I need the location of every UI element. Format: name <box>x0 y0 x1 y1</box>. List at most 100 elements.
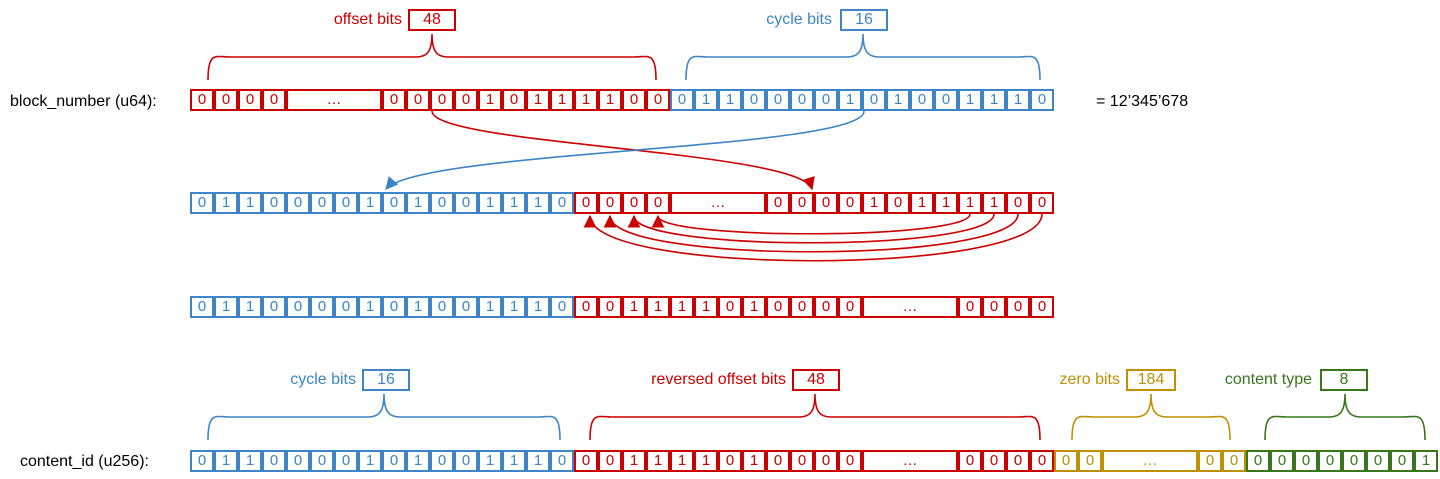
bit-cell: 0 <box>286 296 310 318</box>
ellipsis-cell: … <box>862 296 958 318</box>
bit-cell: 0 <box>814 192 838 214</box>
bit-cell: 0 <box>382 192 406 214</box>
bit-cell: 1 <box>478 89 502 111</box>
bit-cell: 1 <box>958 89 982 111</box>
curly-brace <box>1264 393 1426 441</box>
bit-cell: 0 <box>1366 450 1390 472</box>
bit-cell: 1 <box>742 296 766 318</box>
bit-cell: 0 <box>454 89 478 111</box>
annotation-label: content type <box>1224 371 1312 388</box>
bit-cell: 0 <box>190 450 214 472</box>
bit-cell: 0 <box>934 89 958 111</box>
swap-arrow-offset <box>431 110 815 191</box>
content-id-label: content_id (u256): <box>20 453 149 470</box>
annotation-value-box: 16 <box>362 369 410 391</box>
ellipsis-cell: … <box>670 192 766 214</box>
bit-cell: 0 <box>1030 450 1054 472</box>
bit-cell: 0 <box>838 450 862 472</box>
bit-cell: 0 <box>430 192 454 214</box>
bit-cell: 0 <box>982 450 1006 472</box>
curly-brace <box>589 393 1041 441</box>
annotation-value-box: 8 <box>1320 369 1368 391</box>
bit-cell: 1 <box>718 89 742 111</box>
bit-cell: 0 <box>718 450 742 472</box>
reverse-arc <box>603 213 1019 253</box>
bit-cell: 0 <box>214 89 238 111</box>
reverse-arc <box>627 213 995 244</box>
bit-cell: 1 <box>214 296 238 318</box>
bit-cell: 1 <box>598 89 622 111</box>
bit-cell: 1 <box>982 89 1006 111</box>
bit-cell: 1 <box>670 450 694 472</box>
bit-cell: 0 <box>1030 192 1054 214</box>
bit-cell: 0 <box>1294 450 1318 472</box>
curly-brace <box>1071 393 1231 441</box>
bit-cell: 0 <box>1342 450 1366 472</box>
bit-cell: 1 <box>862 192 886 214</box>
bit-cell: 0 <box>814 296 838 318</box>
annotation-label: offset bits <box>333 11 402 28</box>
bit-cell: 0 <box>598 450 622 472</box>
block-number-label: block_number (u64): <box>10 93 157 110</box>
bit-cell: 1 <box>910 192 934 214</box>
bit-cell: 1 <box>742 450 766 472</box>
bit-cell: 0 <box>766 450 790 472</box>
bit-cell: 0 <box>334 296 358 318</box>
bit-cell: 1 <box>214 192 238 214</box>
bit-cell: 1 <box>358 296 382 318</box>
bit-cell: 0 <box>1006 296 1030 318</box>
bit-cell: 1 <box>406 296 430 318</box>
bit-cell: 0 <box>190 296 214 318</box>
bit-cell: 0 <box>550 192 574 214</box>
bit-cell: 1 <box>574 89 598 111</box>
bit-cell: 0 <box>382 450 406 472</box>
bit-cell: 0 <box>310 450 334 472</box>
bit-cell: 0 <box>790 89 814 111</box>
bit-cell: 0 <box>430 296 454 318</box>
annotation-label: cycle bits <box>290 371 356 388</box>
bit-cell: 0 <box>262 192 286 214</box>
bit-cell: 1 <box>1414 450 1438 472</box>
bit-cell: 0 <box>838 296 862 318</box>
bit-cell: 0 <box>958 296 982 318</box>
bit-cell: 1 <box>838 89 862 111</box>
bit-cell: 0 <box>286 192 310 214</box>
bit-cell: 1 <box>358 192 382 214</box>
bit-cell: 1 <box>406 450 430 472</box>
bit-cell: 0 <box>958 450 982 472</box>
bit-cell: 0 <box>502 89 526 111</box>
bit-cell: 0 <box>190 89 214 111</box>
curly-brace <box>207 393 561 441</box>
bit-cell: 0 <box>622 89 646 111</box>
decimal-value: = 12’345’678 <box>1096 93 1189 110</box>
annotation-value-box: 16 <box>840 9 888 31</box>
bit-cell: 1 <box>238 450 262 472</box>
bit-cell: 0 <box>1006 450 1030 472</box>
bit-cell: 0 <box>430 89 454 111</box>
bit-cell: 1 <box>646 296 670 318</box>
bit-cell: 1 <box>622 296 646 318</box>
bit-cell: 0 <box>382 89 406 111</box>
ellipsis-cell: … <box>286 89 382 111</box>
bit-cell: 1 <box>886 89 910 111</box>
bit-cell: 0 <box>910 89 934 111</box>
bit-cell: 1 <box>526 450 550 472</box>
bit-cell: 0 <box>454 296 478 318</box>
bit-cell: 0 <box>790 296 814 318</box>
bit-cell: 0 <box>1270 450 1294 472</box>
reverse-arc <box>583 213 1043 262</box>
bit-cell: 0 <box>646 192 670 214</box>
bit-cell: 0 <box>1198 450 1222 472</box>
bit-cell: 1 <box>502 192 526 214</box>
bit-cell: 0 <box>1078 450 1102 472</box>
bit-cell: 0 <box>574 296 598 318</box>
bit-cell: 1 <box>982 192 1006 214</box>
annotation-label: reversed offset bits <box>651 371 786 388</box>
bit-cell: 1 <box>694 296 718 318</box>
bit-cell: 0 <box>262 89 286 111</box>
bit-cell: 0 <box>1246 450 1270 472</box>
bit-cell: 0 <box>550 450 574 472</box>
bit-cell: 0 <box>982 296 1006 318</box>
bit-cell: 0 <box>454 192 478 214</box>
